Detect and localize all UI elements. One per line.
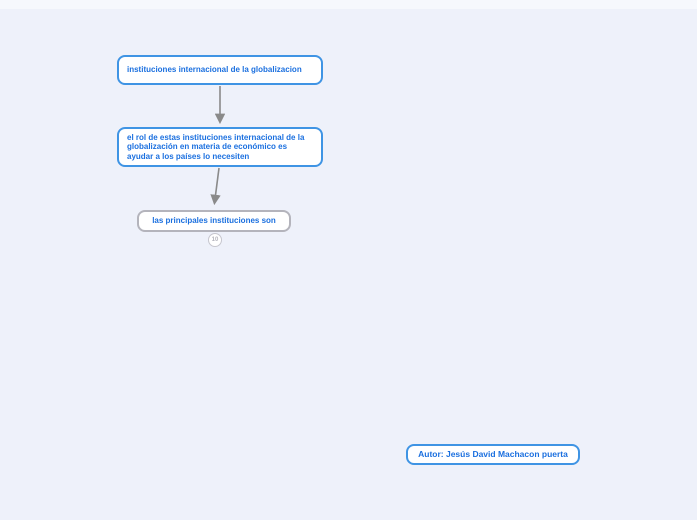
node-role-label: el rol de estas instituciones internacio…: [127, 132, 305, 161]
node-author-label: Autor: Jesús David Machacon puerta: [418, 448, 568, 459]
mindmap-node-author[interactable]: Autor: Jesús David Machacon puerta: [406, 444, 580, 465]
canvas-top-strip: [0, 0, 697, 9]
connector-role-to-principales: [210, 167, 221, 206]
mindmap-node-root[interactable]: instituciones internacional de la global…: [117, 55, 323, 85]
collapsed-children-count: 10: [211, 237, 219, 243]
mindmap-node-principales[interactable]: las principales instituciones son: [137, 210, 291, 232]
node-principales-label: las principales instituciones son: [152, 216, 276, 226]
node-root-label: instituciones internacional de la global…: [127, 65, 302, 75]
collapsed-children-badge[interactable]: 10: [208, 233, 222, 247]
mindmap-node-role[interactable]: el rol de estas instituciones internacio…: [117, 127, 323, 167]
